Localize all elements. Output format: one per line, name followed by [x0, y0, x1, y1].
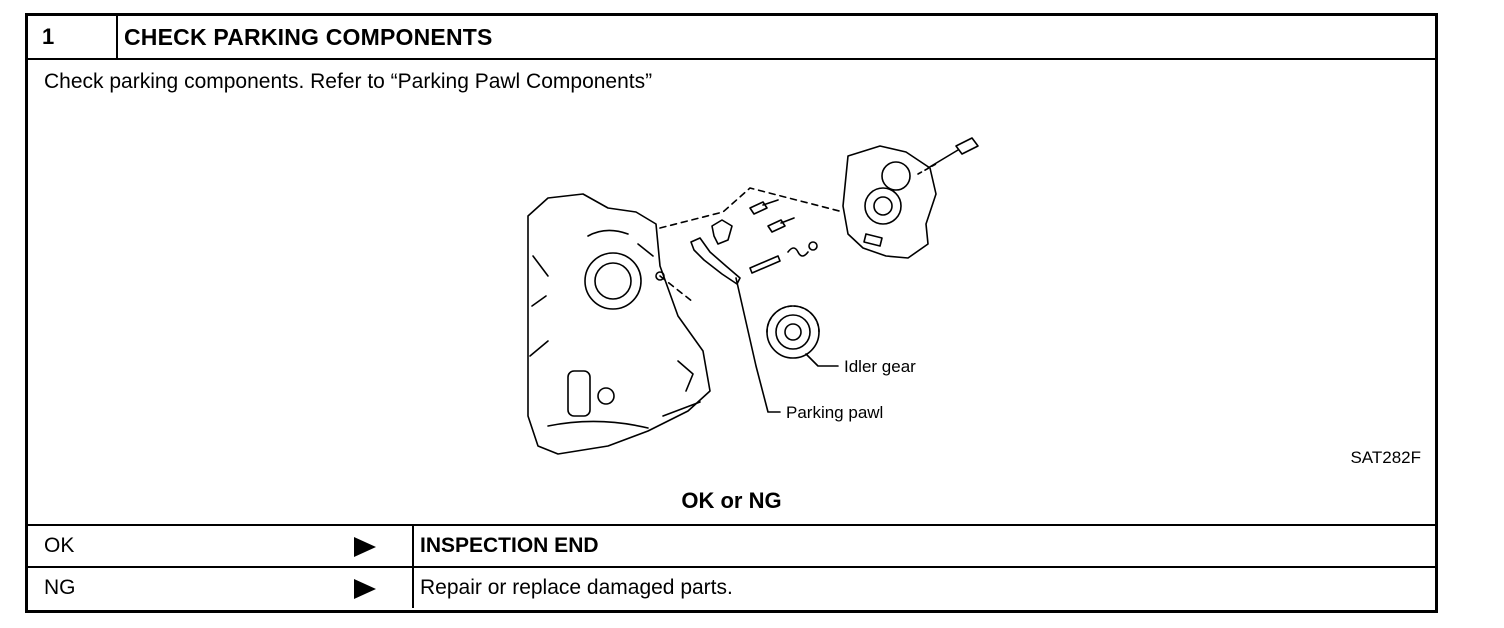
label-parking-pawl: Parking pawl	[786, 403, 883, 422]
result-row-ng: NG Repair or replace damaged parts.	[28, 566, 1435, 608]
arrow-right-icon	[354, 579, 376, 599]
result-label: OK	[44, 534, 75, 557]
transmission-case	[527, 193, 711, 455]
parking-components-illustration: Idler gear Parking pawl	[527, 137, 979, 455]
rear-extension-housing	[842, 145, 937, 259]
figure-code: SAT282F	[1350, 448, 1421, 467]
arrow-right-icon	[354, 537, 376, 557]
diagnostic-procedure-table: 1 CHECK PARKING COMPONENTS Check parking…	[25, 13, 1438, 613]
step-title: CHECK PARKING COMPONENTS	[124, 24, 493, 50]
step-instruction: Check parking components. Refer to “Park…	[44, 70, 653, 93]
verdict-heading: OK or NG	[681, 488, 782, 513]
divider	[412, 568, 414, 608]
result-action: INSPECTION END	[420, 534, 599, 557]
result-row-ok: OK INSPECTION END	[28, 524, 1435, 566]
divider	[412, 526, 414, 566]
result-label: NG	[44, 576, 76, 599]
result-action: Repair or replace damaged parts.	[420, 576, 733, 599]
idler-gear-icon	[766, 305, 820, 359]
step-header: 1 CHECK PARKING COMPONENTS	[28, 16, 1435, 60]
label-idler-gear: Idler gear	[844, 357, 916, 376]
step-number: 1	[28, 16, 118, 58]
